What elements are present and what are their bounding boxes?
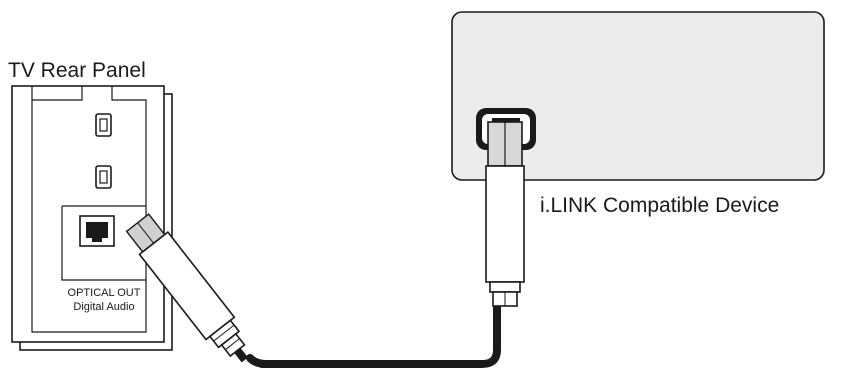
- tv-ilink-port-2: [95, 165, 112, 189]
- optical-out-label: OPTICAL OUT: [68, 287, 141, 299]
- tv-ilink-port-1: [95, 113, 112, 137]
- ilink-plug-device-side: [485, 121, 525, 307]
- tv-panel-optical-box: [61, 206, 146, 281]
- device-body: [451, 11, 825, 181]
- tv-panel-front-plate: [11, 85, 165, 343]
- optical-plug-tv-side: [125, 213, 248, 363]
- optical-out-jack: [79, 215, 115, 247]
- tv-panel-inner-frame: [31, 86, 147, 333]
- cable: [258, 301, 501, 368]
- cable-bend: [246, 354, 270, 368]
- device-label: i.LINK Compatible Device: [540, 194, 779, 217]
- tv-rear-panel-label: TV Rear Panel: [8, 59, 146, 82]
- digital-audio-label: Digital Audio: [73, 301, 134, 313]
